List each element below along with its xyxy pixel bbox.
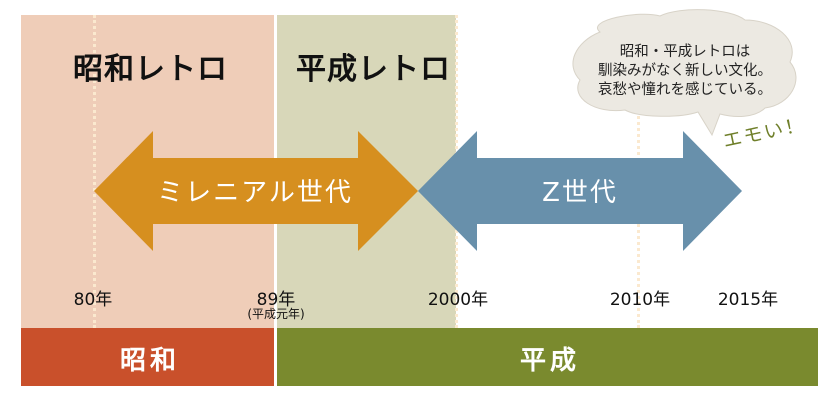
year-80: 80年 — [73, 290, 113, 310]
showa-era-bar — [21, 328, 274, 386]
year-2010: 2010年 — [609, 290, 671, 310]
millennial-label: ミレニアル世代 — [157, 178, 353, 208]
year-89: 89年 — [256, 290, 296, 310]
heisei-era-label: 平成 — [519, 346, 580, 376]
heisei-retro-title: 平成レトロ — [296, 52, 451, 87]
millennial-arrow — [94, 131, 418, 251]
year-89-sub: (平成元年) — [247, 307, 305, 321]
year-2000: 2000年 — [427, 290, 489, 310]
bubble-line-2: 馴染みがなく新しい文化。 — [598, 63, 772, 79]
heisei-era-bar — [277, 328, 818, 386]
bubble-text: 昭和・平成レトロは 馴染みがなく新しい文化。 哀愁や憧れを感じている。 — [575, 43, 795, 100]
showa-era-label: 昭和 — [119, 346, 180, 376]
guide-line-80 — [93, 15, 96, 328]
year-2015: 2015年 — [717, 290, 779, 310]
genz-label: Z世代 — [542, 178, 618, 208]
showa-retro-title: 昭和レトロ — [73, 52, 228, 87]
bubble-line-3: 哀愁や憧れを感じている。 — [598, 82, 772, 98]
bubble-line-1: 昭和・平成レトロは — [619, 44, 751, 60]
genz-arrow — [418, 131, 742, 251]
